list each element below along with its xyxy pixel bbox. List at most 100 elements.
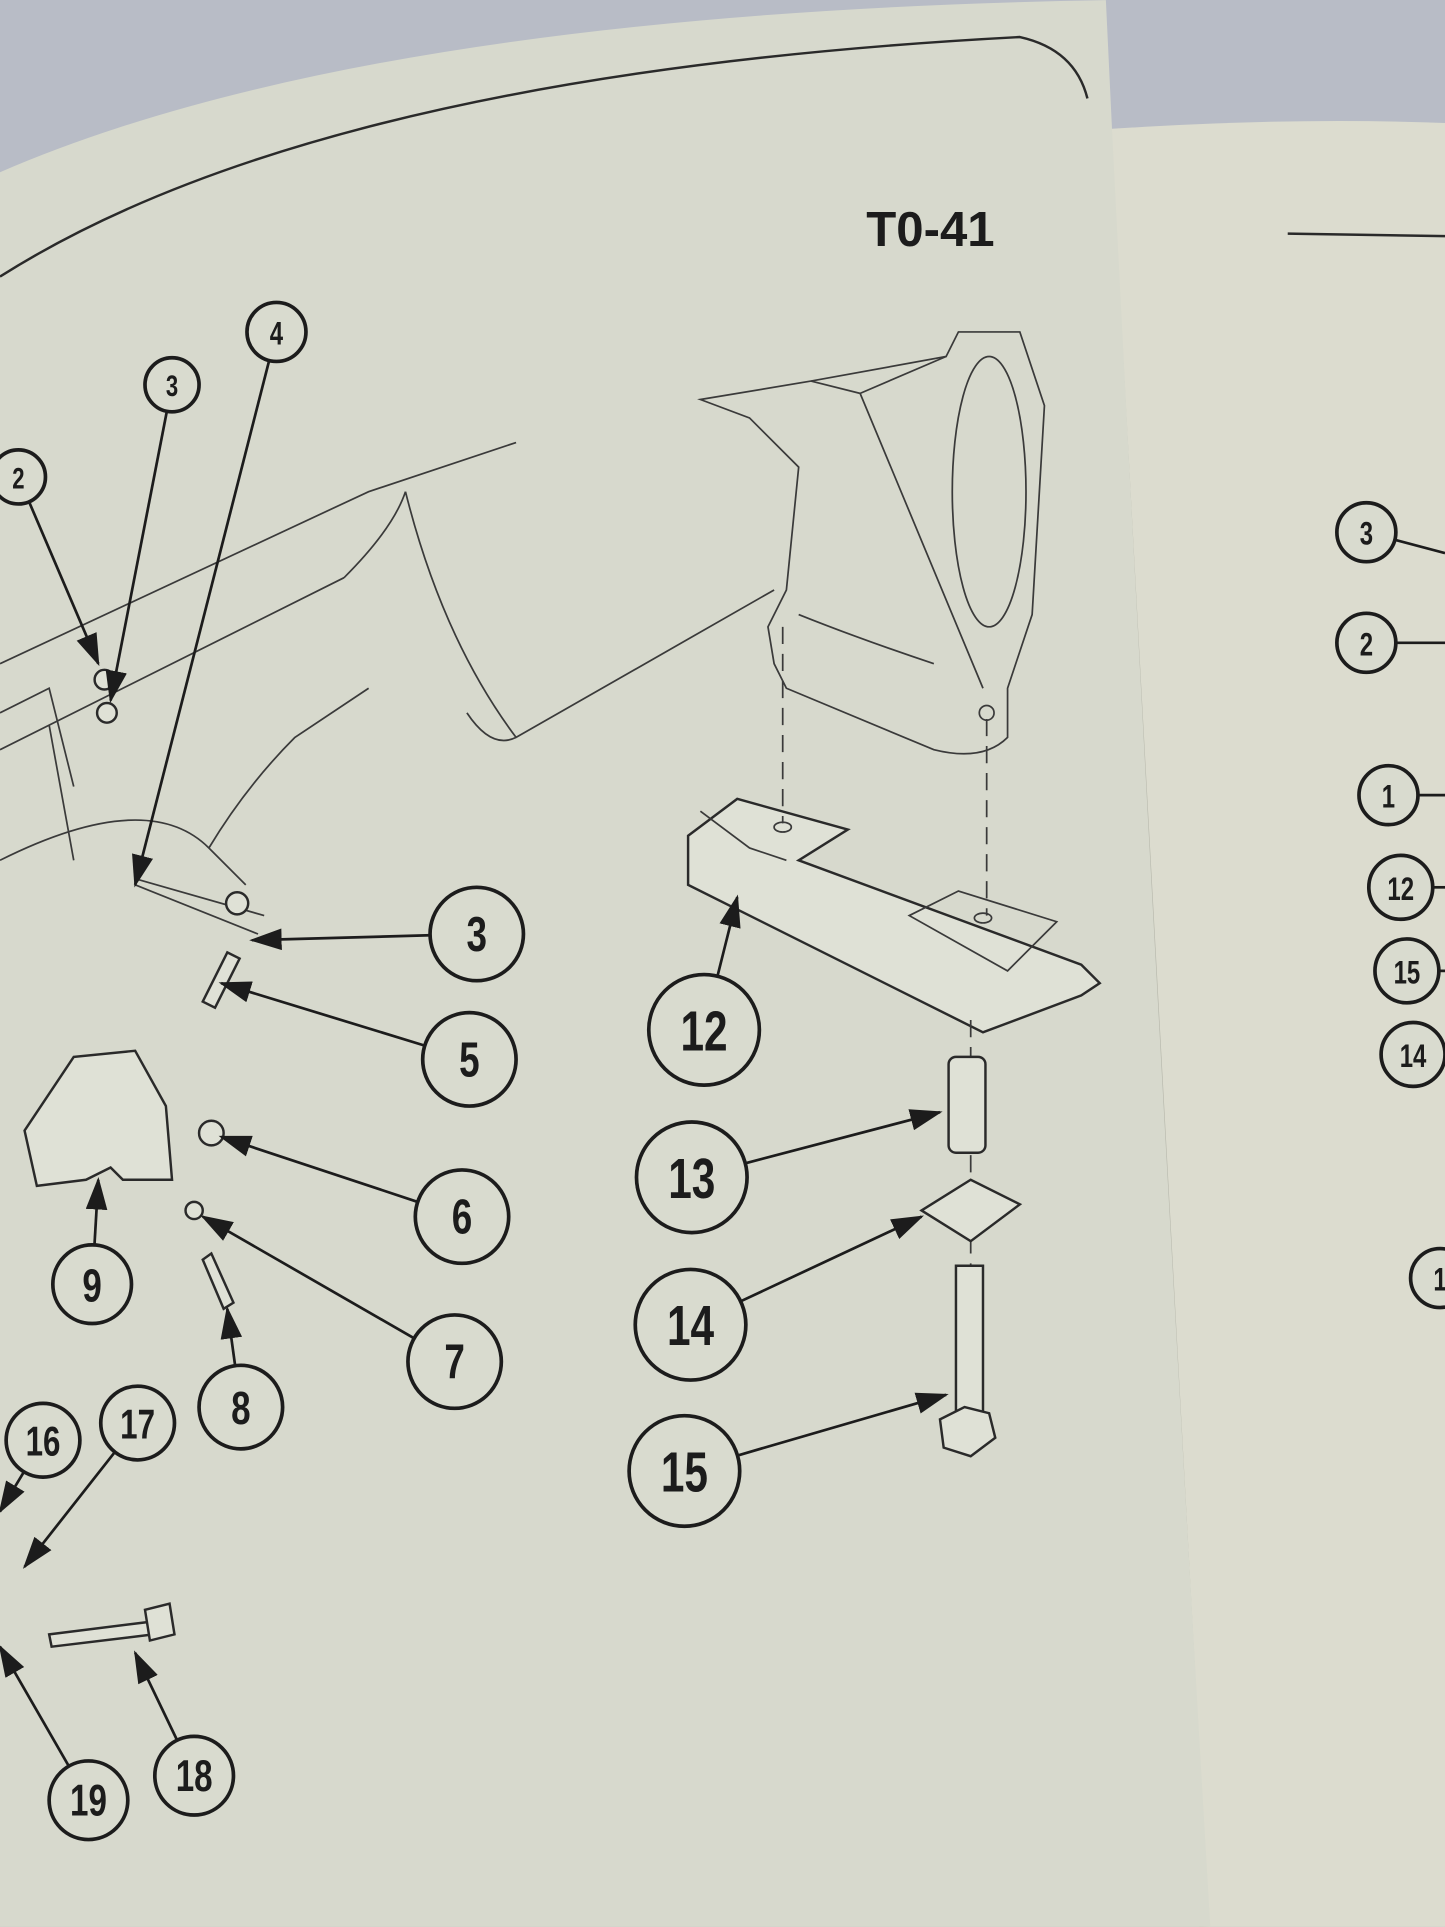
leader-arrow (133, 1650, 179, 1741)
callout-left-page-callouts-2: 4 (132, 300, 308, 888)
leader-arrow (0, 1644, 71, 1767)
callout-number: 14 (1400, 1038, 1427, 1074)
callout-number: 7 (444, 1336, 465, 1390)
callout-left-page-callouts-8: 9 (50, 1177, 134, 1326)
callout-left-page-callouts-12: 19 (0, 1644, 130, 1842)
callout-circle (0, 448, 48, 506)
callout-number: 9 (82, 1259, 101, 1311)
callout-circle (1335, 500, 1398, 564)
callout-circle (646, 972, 762, 1087)
callout-circle (1408, 1246, 1445, 1310)
left-mount-parts (23, 668, 250, 1649)
callout-number: 1 (1382, 778, 1395, 814)
callout-left-page-callouts-10: 17 (22, 1384, 177, 1569)
leader-arrow (716, 894, 741, 977)
callout-left-page-callouts-3: 3 (249, 885, 526, 983)
leader-arrow (737, 1392, 949, 1457)
callout-number: 14 (667, 1294, 714, 1357)
callout-circle (1379, 1020, 1445, 1089)
callout-number: 12 (1387, 870, 1414, 906)
callout-number: 16 (26, 1418, 61, 1464)
callout-circle (1366, 853, 1435, 922)
page-number: T0-41 (866, 203, 994, 257)
callout-circle (143, 355, 201, 414)
transmission-case-drawing (0, 441, 775, 935)
callout-adjacent-page-callouts-2: 1 (1357, 763, 1445, 827)
leader-arrow (220, 1306, 243, 1366)
leader-arrow (200, 1215, 415, 1340)
bolt-shank (954, 1264, 985, 1415)
callout-number: 19 (70, 1777, 107, 1826)
callout-number: 13 (668, 1147, 715, 1210)
callout-circle (1335, 611, 1398, 675)
callout-number: 15 (661, 1441, 708, 1504)
callout-number: 8 (231, 1382, 250, 1434)
callout-number: 2 (12, 461, 24, 495)
spacer (947, 1055, 987, 1154)
callout-circle (1357, 763, 1420, 827)
callout-left-page-callouts-7: 8 (197, 1306, 285, 1451)
callout-number: 6 (452, 1191, 473, 1245)
callout-left-page-callouts-9: 16 (0, 1401, 82, 1514)
leader-arrow (218, 981, 426, 1047)
callout-number: 18 (176, 1753, 213, 1802)
callout-adjacent-page-callouts-6: 1 (1408, 1246, 1445, 1310)
header-rule (0, 35, 1089, 278)
callout-circle (413, 1168, 511, 1266)
callout-adjacent-page-callouts-3: 12 (1366, 853, 1445, 922)
bolt-head (938, 1405, 997, 1458)
main-page (0, 0, 1211, 1927)
callout-left-page-callouts-1: 3 (105, 355, 201, 704)
callout-left-page-callouts-0: 2 (0, 448, 100, 667)
retainer (919, 1178, 1023, 1243)
crossmember (686, 626, 1102, 1303)
leader-arrow (218, 1135, 419, 1204)
leader-arrow (27, 501, 100, 667)
callout-circle (420, 1010, 518, 1108)
callout-left-page-callouts-6: 7 (200, 1215, 504, 1411)
callout-circle (245, 300, 308, 364)
callout-number: 4 (270, 315, 284, 351)
callout-circle (1373, 937, 1441, 1005)
callout-circle (152, 1734, 236, 1817)
callout-main-callouts-3: 15 (627, 1392, 949, 1529)
callout-adjacent-page-callouts-1: 2 (1335, 611, 1445, 675)
leader-arrow (85, 1177, 108, 1246)
leader-arrow (249, 928, 431, 951)
leader-arrow (740, 1215, 925, 1303)
adjacent-header-rule (1287, 232, 1445, 238)
callout-adjacent-page-callouts-4: 15 (1373, 937, 1445, 1005)
leader-arrow (132, 360, 271, 888)
callout-circle (4, 1401, 82, 1479)
callout-circle (428, 885, 526, 983)
callout-number: 15 (1394, 954, 1421, 990)
callout-number: 5 (459, 1033, 480, 1087)
callout-left-page-callouts-11: 18 (133, 1650, 236, 1817)
callout-number: 12 (681, 999, 728, 1062)
leader-arrow (22, 1451, 116, 1569)
leader-arrow (0, 1471, 26, 1514)
leader-arrow (744, 1109, 943, 1165)
callout-circle (633, 1267, 748, 1382)
callout-number: 3 (1360, 515, 1373, 551)
callout-circle (627, 1413, 742, 1529)
callout-number: 3 (166, 369, 178, 403)
callout-number: 3 (466, 908, 487, 962)
callout-number: 1 (1433, 1261, 1445, 1297)
adjacent-page (1105, 120, 1445, 1927)
callout-circle (197, 1363, 285, 1451)
callout-number: 17 (120, 1401, 155, 1447)
callout-adjacent-page-callouts-0: 3 (1335, 500, 1445, 564)
callout-circle (47, 1759, 130, 1842)
callout-circle (406, 1313, 504, 1411)
callout-main-callouts-2: 14 (633, 1215, 925, 1382)
leader-arrow (1394, 538, 1445, 555)
callout-main-callouts-1: 13 (634, 1109, 943, 1235)
leader-arrow (105, 411, 169, 704)
callout-circle (634, 1120, 749, 1235)
rear-mount-bracket (697, 331, 1046, 755)
callout-adjacent-page-callouts-5: 14 (1379, 1020, 1445, 1089)
callout-number: 2 (1360, 626, 1373, 662)
